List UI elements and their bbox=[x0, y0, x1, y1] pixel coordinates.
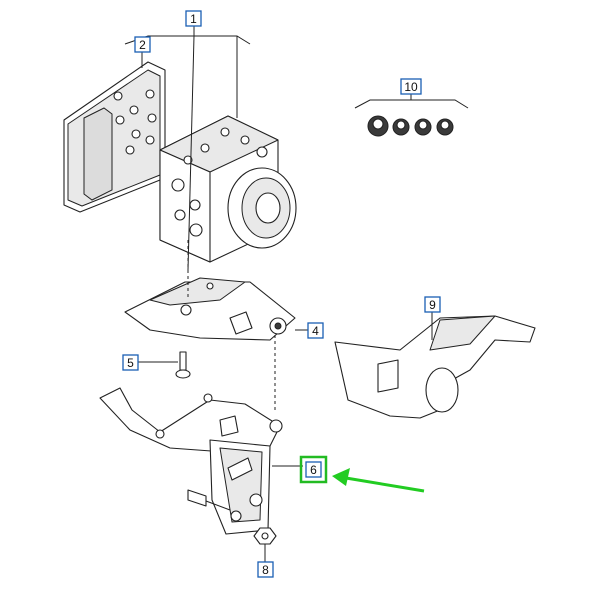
svg-text:10: 10 bbox=[404, 80, 418, 94]
callout-2: 2 bbox=[134, 36, 151, 53]
callout-10: 10 bbox=[400, 78, 422, 95]
part-1-abs-unit bbox=[159, 115, 297, 263]
callout-9: 9 bbox=[424, 296, 441, 313]
callout-4: 4 bbox=[307, 322, 324, 339]
svg-text:6: 6 bbox=[310, 463, 317, 477]
callout-5: 5 bbox=[122, 354, 139, 371]
highlight-box bbox=[299, 455, 328, 484]
part-6-lower-bracket bbox=[99, 387, 283, 535]
part-2-ecu-plate bbox=[63, 61, 166, 213]
svg-text:8: 8 bbox=[262, 563, 269, 577]
part-10-grommets bbox=[367, 115, 454, 137]
part-8-nut bbox=[187, 489, 277, 545]
svg-text:4: 4 bbox=[312, 324, 319, 338]
svg-text:5: 5 bbox=[127, 356, 134, 370]
svg-text:1: 1 bbox=[190, 12, 197, 26]
svg-text:9: 9 bbox=[429, 298, 436, 312]
svg-text:2: 2 bbox=[139, 38, 146, 52]
green-arrow-icon bbox=[332, 468, 425, 493]
part-9-side-bracket bbox=[334, 315, 536, 419]
callout-1: 1 bbox=[185, 10, 202, 27]
leader-lines bbox=[124, 26, 469, 562]
part-4-upper-bracket bbox=[124, 277, 296, 341]
callout-8: 8 bbox=[257, 561, 274, 578]
callout-6: 6 bbox=[299, 455, 328, 484]
part-5-bolt bbox=[175, 351, 191, 379]
